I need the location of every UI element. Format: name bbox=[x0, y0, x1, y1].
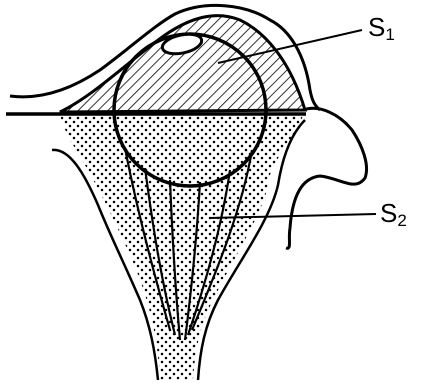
region-s2-dotted bbox=[60, 115, 303, 380]
label-s2-main: S bbox=[380, 198, 397, 228]
region-s1-hatched bbox=[60, 16, 305, 112]
label-s2: S2 bbox=[380, 200, 407, 229]
label-s1: S1 bbox=[368, 14, 395, 43]
label-s1-main: S bbox=[368, 12, 385, 42]
label-s1-sub: 1 bbox=[385, 25, 394, 44]
label-s2-sub: 2 bbox=[397, 211, 406, 230]
